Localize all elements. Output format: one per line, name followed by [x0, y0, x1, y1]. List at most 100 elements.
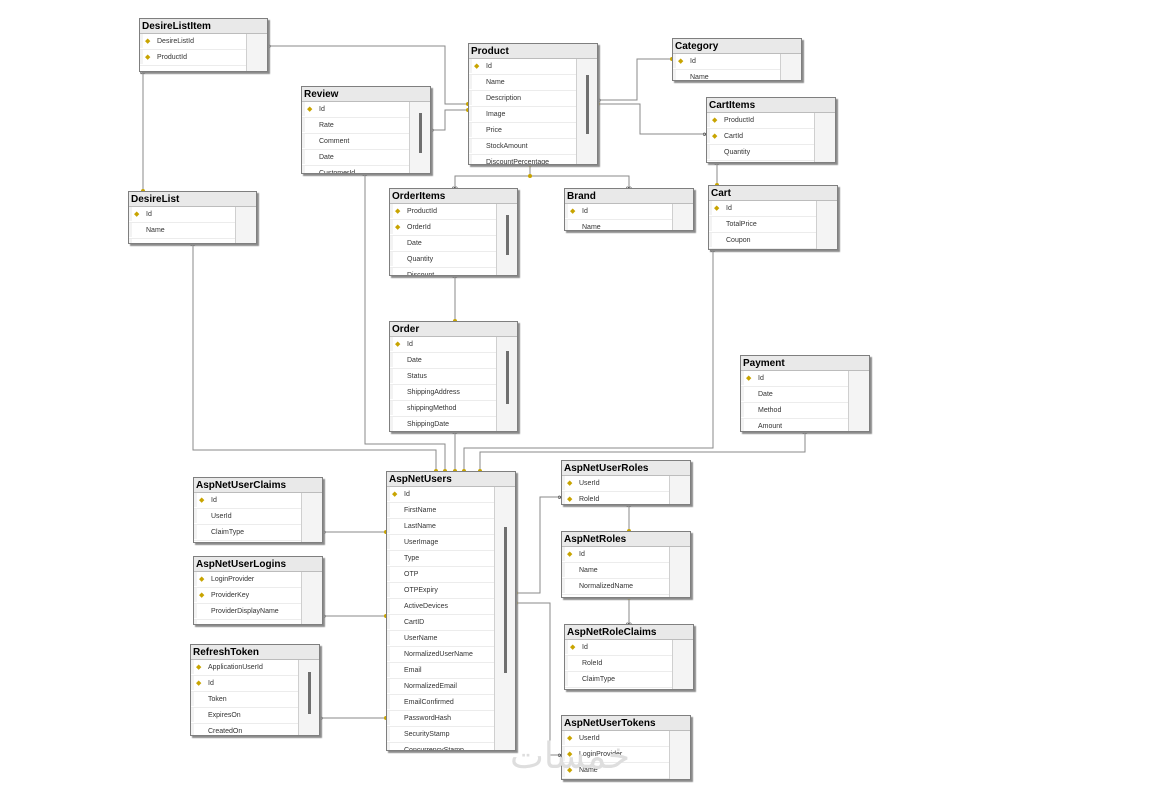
column-row[interactable]: Email	[387, 663, 494, 679]
column-row[interactable]: TotalPrice	[709, 217, 816, 233]
column-row[interactable]: ◆ProductId	[390, 204, 496, 220]
entity-aspnetusertokens[interactable]: AspNetUserTokens◆UserId◆LoginProvider◆Na…	[561, 715, 691, 780]
column-row[interactable]: ShippingDate	[390, 417, 496, 431]
column-row[interactable]: NormalizedUserName	[387, 647, 494, 663]
relationship-review-aspnetusers[interactable]	[364, 174, 446, 471]
column-row[interactable]: Name	[562, 563, 669, 579]
column-row[interactable]: Quantity	[390, 252, 496, 268]
scrollbar[interactable]	[302, 493, 322, 542]
column-row[interactable]: Date	[741, 387, 848, 403]
column-row[interactable]: Name	[565, 220, 672, 230]
entity-desirelist[interactable]: DesireList◆IdNameCustomerId	[128, 191, 257, 244]
column-row[interactable]: Date	[302, 150, 409, 166]
column-row[interactable]: ExpiresOn	[191, 708, 298, 724]
column-row[interactable]: ◆Id	[673, 54, 780, 70]
relationship-desirelistitem-product[interactable]	[268, 45, 468, 105]
column-row[interactable]: CartID	[387, 615, 494, 631]
column-row[interactable]: EmailConfirmed	[387, 695, 494, 711]
column-row[interactable]: Coupon	[709, 233, 816, 249]
scrollbar-thumb[interactable]	[506, 215, 509, 255]
scrollbar[interactable]	[673, 204, 693, 230]
scrollbar-thumb[interactable]	[419, 113, 422, 153]
scrollbar-thumb[interactable]	[308, 672, 311, 714]
relationship-orderitems-product[interactable]	[454, 165, 531, 188]
relationship-review-product[interactable]	[431, 109, 468, 131]
column-row[interactable]: ◆LoginProvider	[194, 572, 301, 588]
column-row[interactable]: UserImage	[387, 535, 494, 551]
relationship-brand-product[interactable]	[530, 175, 630, 188]
scrollbar[interactable]	[670, 731, 690, 779]
column-row[interactable]: ClaimType	[194, 525, 301, 541]
column-row[interactable]: ◆OrderId	[390, 220, 496, 236]
scrollbar[interactable]	[781, 54, 801, 80]
column-row[interactable]: SecurityStamp	[387, 727, 494, 743]
column-row[interactable]: CustomerId	[302, 166, 409, 173]
column-row[interactable]: ◆UserId	[562, 731, 669, 747]
column-row[interactable]: ◆LoginProvider	[562, 747, 669, 763]
column-row[interactable]: ◆Id	[194, 493, 301, 509]
column-row[interactable]: Description	[469, 91, 576, 107]
scrollbar[interactable]	[495, 487, 515, 750]
column-row[interactable]: ◆RoleId	[562, 492, 669, 504]
scrollbar[interactable]	[247, 34, 267, 71]
column-row[interactable]: ◆ProductId	[707, 113, 814, 129]
scrollbar[interactable]	[577, 59, 597, 164]
column-row[interactable]: FirstName	[387, 503, 494, 519]
relationship-payment-aspnetusers[interactable]	[479, 432, 806, 471]
column-row[interactable]: ◆Id	[302, 102, 409, 118]
column-row[interactable]: ◆Id	[191, 676, 298, 692]
column-row[interactable]: ◆Id	[565, 640, 672, 656]
column-row[interactable]: Image	[469, 107, 576, 123]
relationship-aspnetusertokens-aspnetusers[interactable]	[516, 602, 561, 756]
column-row[interactable]: ShippingAddress	[390, 385, 496, 401]
scrollbar[interactable]	[817, 201, 837, 249]
column-row[interactable]: Quantity	[707, 145, 814, 161]
column-row[interactable]: PasswordHash	[387, 711, 494, 727]
scrollbar[interactable]	[302, 572, 322, 624]
column-row[interactable]: Price	[469, 123, 576, 139]
column-row[interactable]: Rate	[302, 118, 409, 134]
column-row[interactable]: ◆ApplicationUserId	[191, 660, 298, 676]
column-row[interactable]: UserId	[194, 509, 301, 525]
scrollbar[interactable]	[670, 547, 690, 597]
column-row[interactable]: ◆Id	[741, 371, 848, 387]
column-row[interactable]: ◆Name	[562, 763, 669, 779]
column-row[interactable]: Date	[390, 353, 496, 369]
relationship-desirelist-aspnetusers[interactable]	[192, 244, 437, 471]
column-row[interactable]: ◆UserId	[562, 476, 669, 492]
column-row[interactable]: Amount	[741, 419, 848, 431]
entity-aspnetuserlogins[interactable]: AspNetUserLogins◆LoginProvider◆ProviderK…	[193, 556, 323, 625]
entity-review[interactable]: Review◆IdRateCommentDateCustomerId	[301, 86, 431, 174]
column-row[interactable]: ◆Id	[565, 204, 672, 220]
column-row[interactable]: ◆Id	[469, 59, 576, 75]
scrollbar[interactable]	[673, 640, 693, 689]
column-row[interactable]: UserId	[194, 620, 301, 624]
scrollbar[interactable]	[299, 660, 319, 735]
column-row[interactable]: ClaimType	[565, 672, 672, 688]
column-row[interactable]: ◆Id	[709, 201, 816, 217]
column-row[interactable]: ◆ProductId	[140, 50, 246, 66]
column-row[interactable]: Method	[741, 403, 848, 419]
column-row[interactable]: ActiveDevices	[387, 599, 494, 615]
scrollbar-thumb[interactable]	[506, 351, 509, 404]
column-row[interactable]: ◆Id	[387, 487, 494, 503]
column-row[interactable]: CreatedOn	[191, 724, 298, 735]
column-row[interactable]: NormalizedName	[562, 579, 669, 595]
scrollbar[interactable]	[410, 102, 430, 173]
column-row[interactable]: Comment	[302, 134, 409, 150]
column-row[interactable]: Type	[387, 551, 494, 567]
relationship-cart-aspnetusers[interactable]	[463, 250, 714, 471]
entity-aspnetuserroles[interactable]: AspNetUserRoles◆UserId◆RoleId	[561, 460, 691, 505]
column-row[interactable]: OTP	[387, 567, 494, 583]
column-row[interactable]: ◆Id	[129, 207, 235, 223]
scrollbar[interactable]	[497, 337, 517, 431]
column-row[interactable]: DiscountPercentage	[469, 155, 576, 164]
column-row[interactable]: ◆Id	[390, 337, 496, 353]
